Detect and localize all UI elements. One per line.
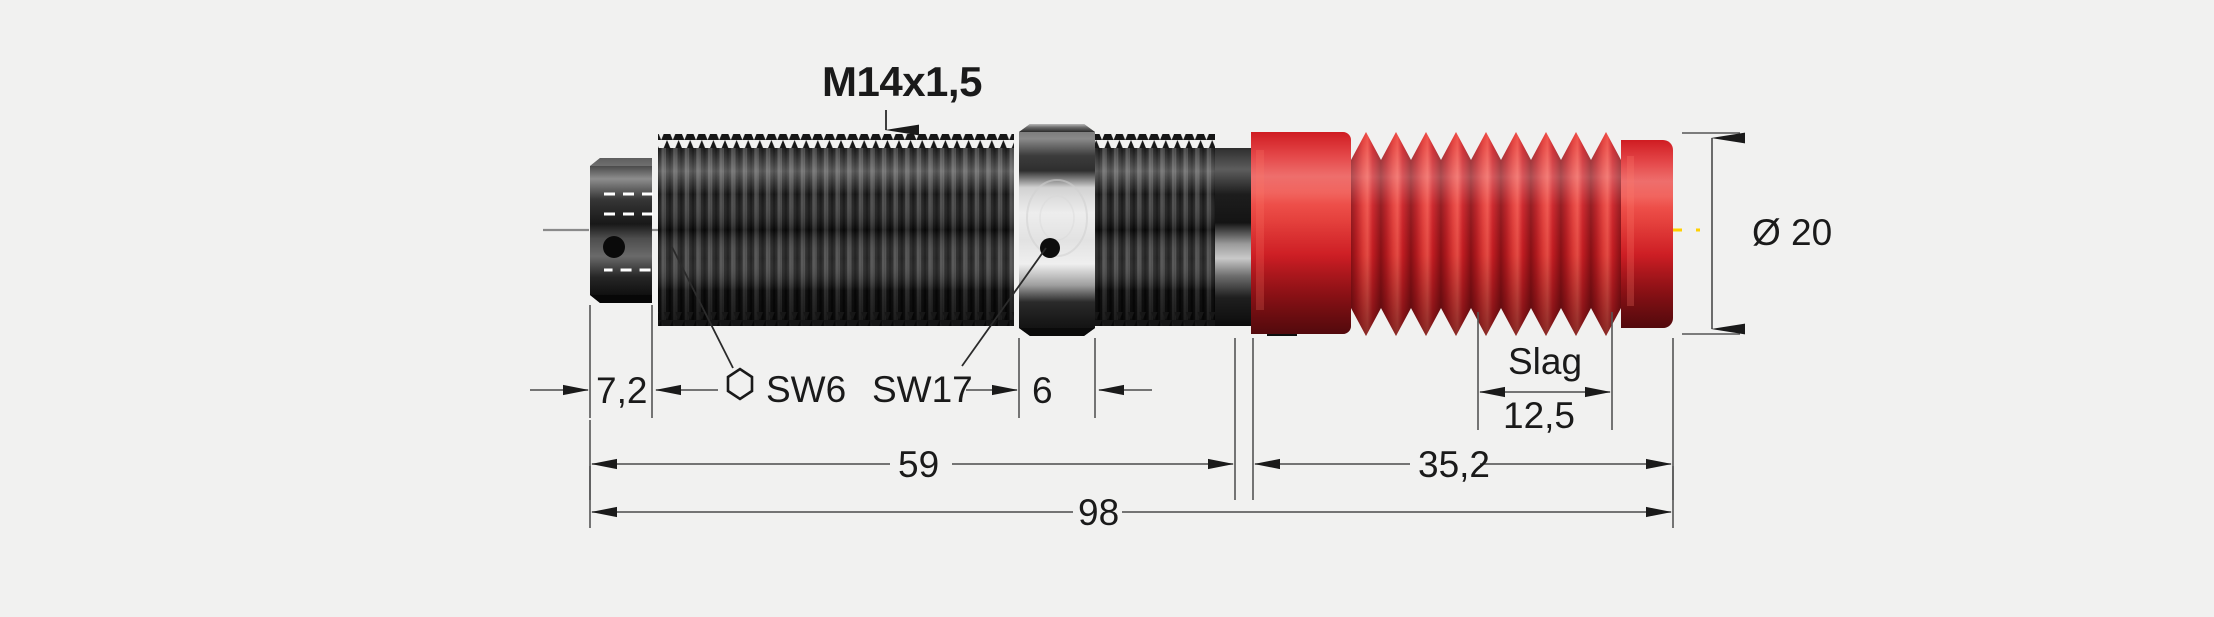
hex-nut-sw17 (1019, 124, 1095, 336)
dim-nut-width: 6 (966, 338, 1152, 418)
diameter-dimension: Ø 20 (1682, 132, 1832, 335)
hex-key-leader (671, 246, 734, 369)
threaded-body-right (1095, 134, 1215, 326)
dim-stroke-label: 12,5 (1503, 395, 1575, 436)
dim-body-length-label: 59 (898, 444, 939, 485)
port-hole (603, 236, 625, 258)
dim-bellows-length-label: 35,2 (1418, 444, 1490, 485)
dim-body-length: 59 (589, 338, 1236, 500)
diameter-label: Ø 20 (1752, 212, 1832, 253)
threaded-body-left (658, 134, 1014, 326)
red-bellows-assembly (1251, 132, 1673, 336)
dim-end-cap-label: 7,2 (596, 370, 647, 411)
thread-spec-callout: M14x1,5 (822, 58, 983, 136)
hex-key-callout: SW6 (655, 246, 846, 410)
bellows-end-cap (1621, 140, 1673, 328)
hexagon-icon (726, 367, 754, 401)
hex-nut-label: SW17 (872, 369, 973, 410)
hex-nut-callout: SW17 (872, 247, 1047, 410)
bellows-base-cylinder (1251, 132, 1351, 334)
dim-total-length-label: 98 (1078, 492, 1119, 533)
dim-total-length: 98 (589, 466, 1674, 533)
dim-nut-width-label: 6 (1032, 370, 1053, 411)
bellows-convolutions (1351, 132, 1621, 336)
hex-nut-leader (961, 247, 1047, 367)
hex-key-label: SW6 (766, 369, 846, 410)
stroke-label: Slag (1508, 341, 1582, 382)
dim-bellows-length: 35,2 (1252, 338, 1674, 500)
dim-stroke: Slag 12,5 (1477, 312, 1613, 436)
dim-end-cap: 7,2 (530, 305, 653, 418)
thread-spec-label: M14x1,5 (822, 58, 982, 105)
set-screw-hole (1040, 238, 1060, 258)
